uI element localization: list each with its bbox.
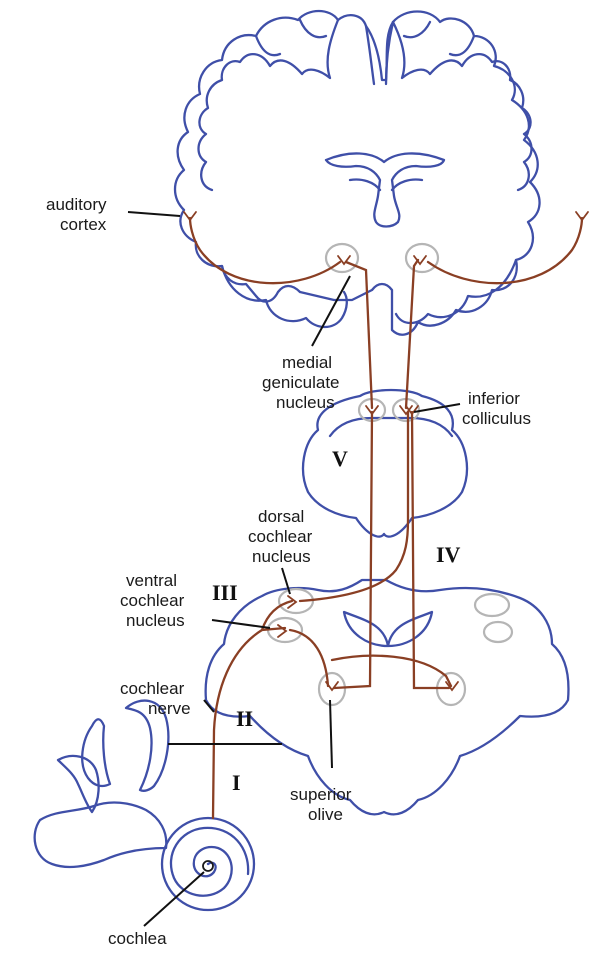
label-auditory-cortex-2: cortex [60, 215, 107, 234]
label-cochlear-nerve-1: cochlear [120, 679, 185, 698]
right-medial-geniculate [406, 244, 438, 272]
stage-label-V: V [332, 446, 348, 471]
label-superior-olive-1: superior [290, 785, 352, 804]
stage-label-I: I [232, 770, 241, 795]
label-ventral-cochlear-1: ventral [126, 571, 177, 590]
label-medial-geniculate-1: medial [282, 353, 332, 372]
stage-label-IV: IV [436, 542, 461, 567]
brain-coronal-section [175, 11, 540, 335]
label-superior-olive-2: olive [308, 805, 343, 824]
left-gyri [199, 20, 339, 190]
label-medial-geniculate-3: nucleus [276, 393, 335, 412]
label-medial-geniculate-2: geniculate [262, 373, 340, 392]
right-mgn-to-cortex [428, 218, 582, 283]
stage-label-II: II [236, 706, 253, 731]
right-gyri [393, 22, 532, 190]
label-ventral-cochlear-2: cochlear [120, 591, 185, 610]
left-mgn-to-cortex [190, 218, 340, 283]
synapse-right-cortex [576, 212, 588, 220]
label-inferior-colliculus-2: colliculus [462, 409, 531, 428]
label-cochlea: cochlea [108, 929, 167, 948]
medulla-outline [206, 580, 569, 814]
label-dorsal-cochlear-3: nucleus [252, 547, 311, 566]
label-dorsal-cochlear-1: dorsal [258, 507, 304, 526]
left-colliculus-to-mgn [346, 262, 372, 408]
label-inferior-colliculus-1: inferior [468, 389, 520, 408]
leader-auditory-cortex [128, 212, 180, 216]
vestibule [35, 803, 167, 867]
label-cochlear-nerve-2: nerve [148, 699, 191, 718]
label-auditory-cortex-1: auditory [46, 195, 107, 214]
inner-ear [35, 701, 254, 910]
brain-outline [175, 11, 540, 335]
third-ventricle [350, 179, 422, 190]
medulla-section [206, 580, 569, 814]
cochlea-center [203, 861, 213, 871]
synapse-left-cortex [184, 212, 196, 220]
stage-label-III: III [212, 580, 238, 605]
label-dorsal-cochlear-2: cochlear [248, 527, 313, 546]
labels: auditory cortex medial geniculate nucleu… [46, 195, 531, 948]
label-ventral-cochlear-3: nucleus [126, 611, 185, 630]
lateral-ventricles [326, 153, 444, 226]
